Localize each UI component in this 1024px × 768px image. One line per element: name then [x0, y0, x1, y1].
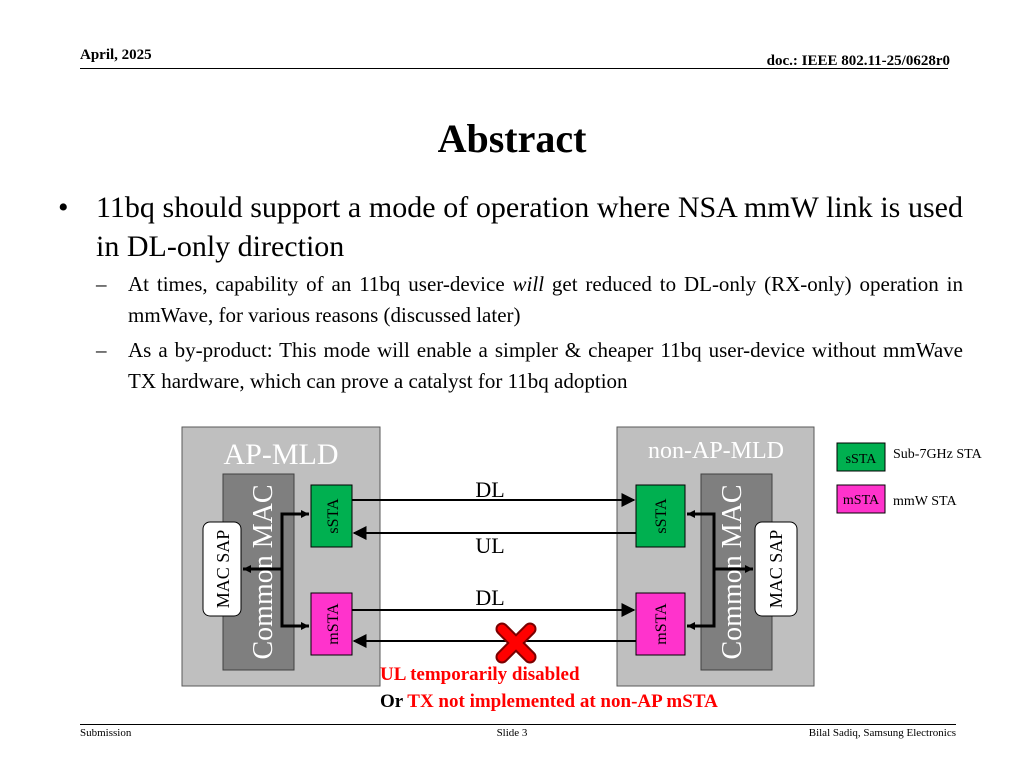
bullet-dash-icon: –	[96, 338, 107, 362]
disabled-cross-icon	[495, 622, 537, 664]
link-dl-top-label: DL	[475, 477, 504, 502]
footer-author: Bilal Sadiq, Samsung Electronics	[808, 727, 956, 739]
bullet-sub-1-post: get reduced to DL-only (RX-only) operati…	[128, 272, 963, 327]
ap-mac-sap-label: MAC SAP	[213, 530, 233, 609]
non-ap-common-mac-label: Common MAC	[717, 484, 748, 659]
link-dl-bottom-label: DL	[475, 585, 504, 610]
bullet-sub-2-text: As a by-product: This mode will enable a…	[128, 338, 963, 393]
bullet-dash-icon: –	[96, 272, 107, 296]
ap-common-mac-label: Common MAC	[248, 484, 279, 659]
bullet-sub-2: – As a by-product: This mode will enable…	[58, 335, 963, 397]
non-ap-msta	[635, 592, 686, 656]
bullet-list: • 11bq should support a mode of operatio…	[58, 188, 963, 397]
ap-msta	[310, 592, 353, 656]
ap-ssta-label: sSTA	[325, 498, 342, 534]
link-ul-label: UL	[475, 533, 504, 558]
ap-ssta	[310, 484, 353, 548]
legend-msta-desc: mmW STA	[893, 494, 957, 509]
bullet-sub-1-emphasis: will	[512, 272, 545, 296]
slide-title: Abstract	[437, 116, 587, 161]
header-doc-id: doc.: IEEE 802.11-25/0628r0	[766, 53, 950, 69]
note-tx-not-implemented: TX not implemented at non-AP mSTA	[407, 691, 718, 712]
bullet-dot-icon: •	[58, 191, 69, 224]
legend-msta-swatch	[836, 484, 886, 514]
header-rule	[80, 68, 948, 69]
non-ap-mld-label: non-AP-MLD	[648, 438, 784, 464]
note-ul-disabled: UL temporarily disabled	[380, 664, 580, 685]
note-or: Or	[380, 691, 407, 712]
legend-ssta-desc: Sub-7GHz STA	[893, 447, 983, 462]
bullet-sub-1: – At times, capability of an 11bq user-d…	[58, 269, 963, 331]
non-ap-mac-sap-label: MAC SAP	[766, 530, 786, 609]
bullet-main: • 11bq should support a mode of operatio…	[58, 188, 963, 266]
legend-msta-label: mSTA	[843, 493, 880, 508]
ap-mld-label: AP-MLD	[223, 438, 338, 471]
non-ap-msta-label: mSTA	[653, 603, 670, 645]
legend-ssta-swatch	[836, 442, 886, 472]
non-ap-ssta-label: sSTA	[653, 498, 670, 534]
note-tx-line: Or TX not implemented at non-AP mSTA	[380, 691, 718, 712]
legend-ssta-label: sSTA	[846, 452, 878, 467]
bullet-main-text: 11bq should support a mode of operation …	[96, 191, 963, 263]
ap-mac-sap	[202, 521, 242, 617]
bullet-sub-1-pre: At times, capability of an 11bq user-dev…	[128, 272, 513, 296]
footer-slide-number: Slide 3	[496, 727, 528, 739]
footer-rule	[80, 724, 956, 725]
header-date: April, 2025	[80, 47, 152, 63]
non-ap-ssta	[635, 484, 686, 548]
non-ap-mac-sap	[754, 521, 798, 617]
ap-msta-label: mSTA	[325, 603, 342, 645]
footer-submission: Submission	[80, 727, 132, 739]
